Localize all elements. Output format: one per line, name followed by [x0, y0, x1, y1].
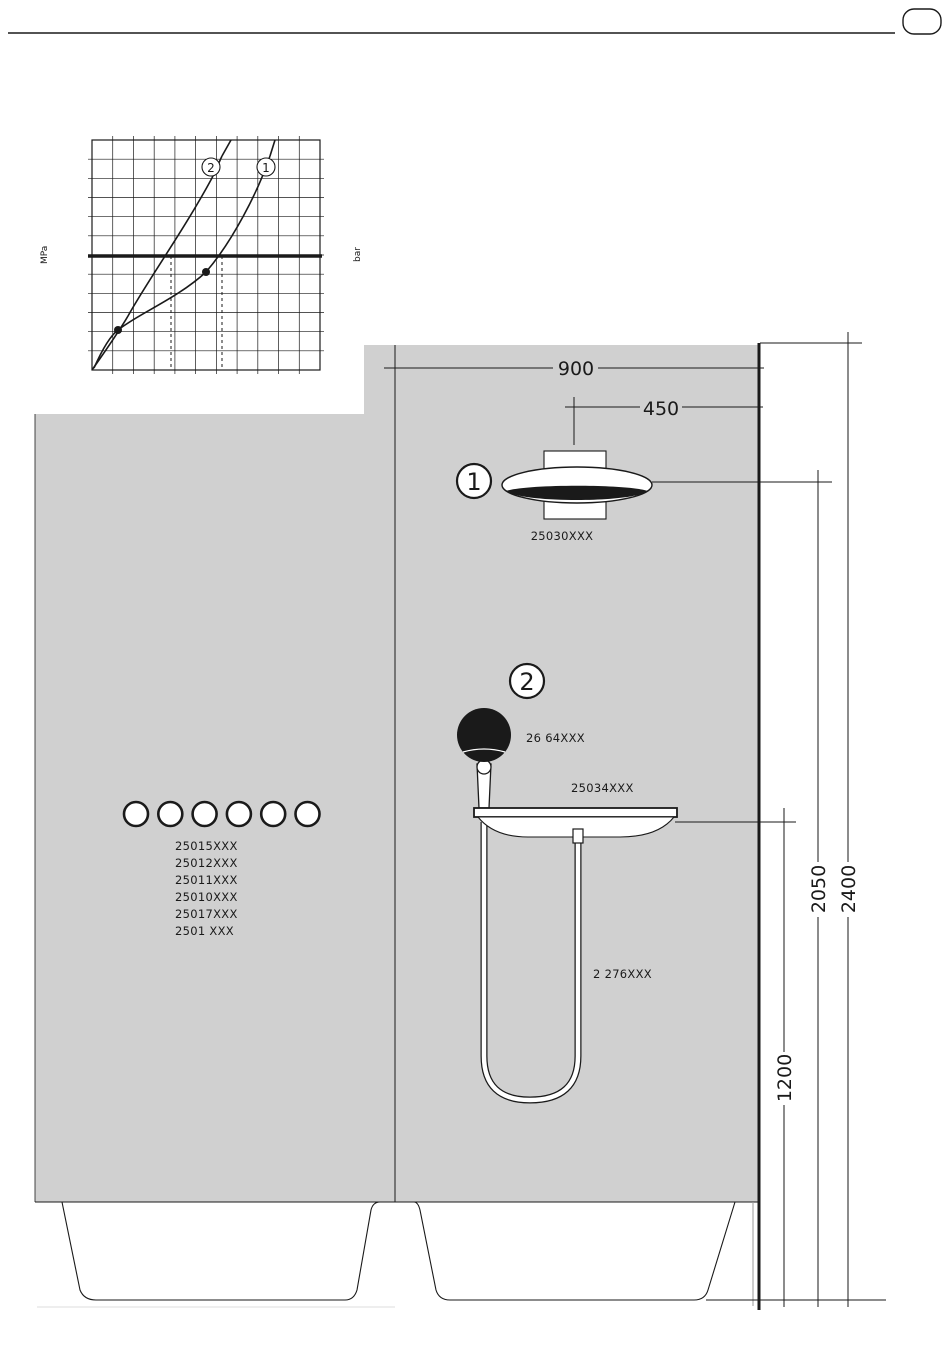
hand-shower-head — [457, 708, 511, 762]
pressure-flow-chart: 2 1 MPa bar — [40, 136, 363, 374]
control-knob — [124, 802, 148, 826]
control-code: 25011XXX — [175, 873, 238, 887]
control-code: 25017XXX — [175, 907, 238, 921]
dim-450-label: 450 — [643, 398, 679, 420]
chart-point-a — [114, 326, 122, 334]
control-code: 25012XXX — [175, 856, 238, 870]
chart-left-axis-label: MPa — [40, 246, 50, 264]
hose-code: 2 276XXX — [593, 967, 652, 981]
control-code: 25010XXX — [175, 890, 238, 904]
control-code: 25015XXX — [175, 839, 238, 853]
chart-right-axis-label: bar — [353, 247, 363, 262]
control-knob — [261, 802, 285, 826]
page-tab-marker — [903, 9, 941, 34]
control-knob — [296, 802, 320, 826]
dim-2400-label: 2400 — [838, 865, 860, 913]
control-knob — [158, 802, 182, 826]
hose-connector — [573, 829, 583, 843]
dim-2050-label: 2050 — [808, 865, 830, 913]
shelf-code: 25034XXX — [571, 781, 634, 795]
control-knob — [227, 802, 251, 826]
control-knob — [193, 802, 217, 826]
dim-1200-label: 1200 — [774, 1054, 796, 1102]
hand-shower-joint — [477, 760, 491, 774]
curve-1-marker-label: 1 — [262, 161, 270, 175]
item-1-badge-label: 1 — [466, 468, 481, 496]
dim-900-label: 900 — [558, 358, 594, 380]
overhead-shower-code: 25030XXX — [531, 529, 594, 543]
hand-shower-code: 26 64XXX — [526, 731, 585, 745]
bathtub-left — [37, 1202, 393, 1300]
bathtub-right — [397, 1202, 755, 1300]
item-2-badge-label: 2 — [519, 668, 534, 696]
shelf-top — [474, 808, 677, 817]
control-code: 2501 XXX — [175, 924, 234, 938]
curve-2-marker-label: 2 — [207, 161, 215, 175]
wall-left — [35, 345, 395, 1202]
chart-point-b — [202, 268, 210, 276]
